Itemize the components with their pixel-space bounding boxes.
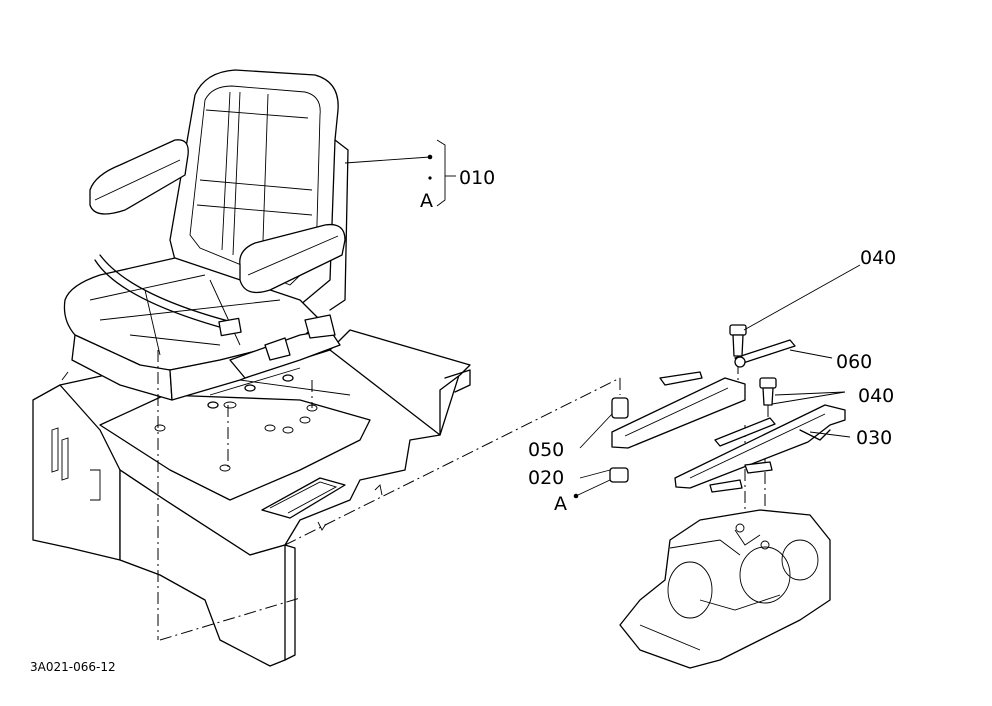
operator-seat bbox=[61, 69, 349, 409]
callout-030: 030 bbox=[856, 427, 892, 449]
drawing-number: 3A021-066-12 bbox=[30, 660, 116, 674]
floor-panel bbox=[32, 329, 471, 667]
seat-brackets bbox=[609, 324, 846, 493]
callout-010: 010 bbox=[459, 167, 495, 189]
callout-020: 020 bbox=[528, 467, 564, 489]
callout-a-bottom: A bbox=[554, 493, 567, 515]
callout-060: 060 bbox=[836, 351, 872, 373]
transmission-housing bbox=[619, 509, 831, 669]
callout-a-top: A bbox=[420, 190, 433, 212]
callout-050: 050 bbox=[528, 439, 564, 461]
callout-040-bottom: 040 bbox=[858, 385, 894, 407]
callout-labels: 010 A 040 060 040 030 050 020 A 3A021-06… bbox=[30, 167, 896, 674]
callout-040-top: 040 bbox=[860, 247, 896, 269]
leader-lines bbox=[344, 139, 861, 499]
